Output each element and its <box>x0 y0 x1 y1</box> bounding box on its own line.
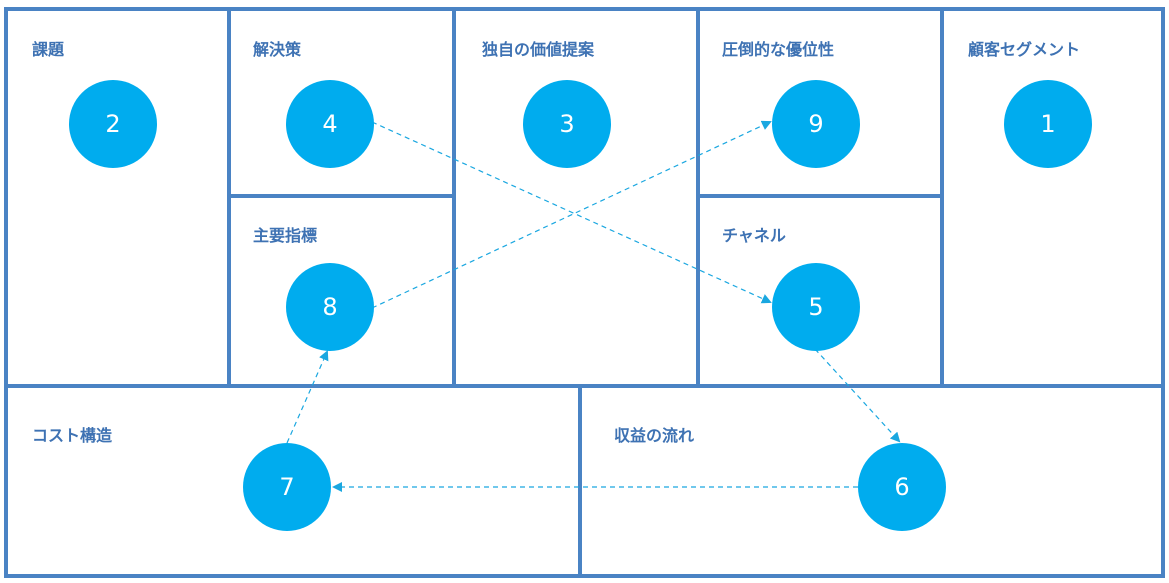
step-circle-uvp: 3 <box>523 80 611 168</box>
step-circle-revenue: 6 <box>858 443 946 531</box>
cell-segments <box>940 7 1165 388</box>
step-circle-problem: 2 <box>69 80 157 168</box>
label-segments: 顧客セグメント <box>968 40 1081 59</box>
label-key-metrics: 主要指標 <box>253 226 318 245</box>
label-uvp: 独自の価値提案 <box>482 40 595 59</box>
label-revenue: 収益の流れ <box>614 426 695 445</box>
step-circle-cost: 7 <box>243 443 331 531</box>
label-problem: 課題 <box>32 40 65 59</box>
step-circle-solution: 4 <box>286 80 374 168</box>
step-circle-key-metrics: 8 <box>286 263 374 351</box>
cell-uvp <box>452 7 700 388</box>
label-advantage: 圧倒的な優位性 <box>722 40 835 59</box>
step-circle-advantage: 9 <box>772 80 860 168</box>
label-solution: 解決策 <box>253 40 302 59</box>
step-circle-segments: 1 <box>1004 80 1092 168</box>
label-cost: コスト構造 <box>32 426 113 445</box>
label-channels: チャネル <box>722 226 786 245</box>
cell-problem <box>4 7 231 388</box>
step-circle-channels: 5 <box>772 263 860 351</box>
